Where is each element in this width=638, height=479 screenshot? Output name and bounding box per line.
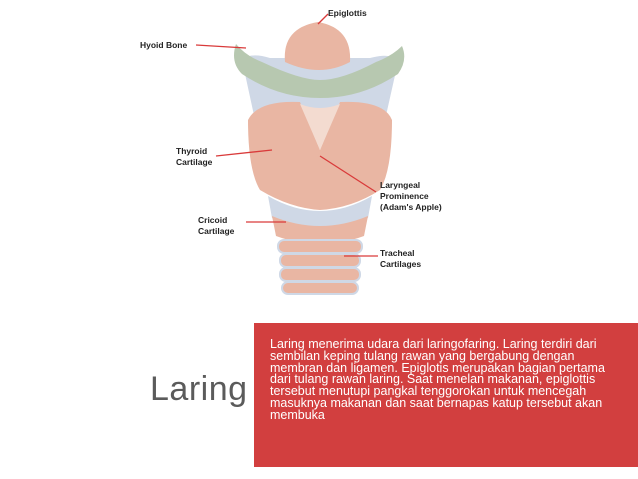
tracheal-label-line2: Cartilages xyxy=(380,259,422,269)
laryngeal-label-line2: Prominence xyxy=(380,191,429,201)
cricoid-label-line1: Cricoid xyxy=(198,215,228,225)
cricoid-cartilage-shape xyxy=(272,216,368,244)
cricoid-label-line2: Cartilage xyxy=(198,226,235,236)
thyroid-highlight xyxy=(300,104,340,150)
description-panel: Laring menerima udara dari laringofaring… xyxy=(254,323,638,467)
laryngeal-prominence-label: Laryngeal Prominence (Adam's Apple) xyxy=(380,180,442,213)
laryngeal-label-line1: Laryngeal xyxy=(380,180,421,190)
hyoid-bone-label: Hyoid Bone xyxy=(140,40,188,50)
tracheal-cartilages-label: Tracheal Cartilages xyxy=(380,248,421,270)
description-text: Laring menerima udara dari laringofaring… xyxy=(270,337,605,422)
cricothyroid-membrane xyxy=(268,196,372,228)
thyroid-label-line2: Cartilage xyxy=(176,157,213,167)
thyroid-cartilage-label: Thyroid Cartilage xyxy=(176,146,212,168)
laryngeal-label-line3: (Adam's Apple) xyxy=(380,202,442,212)
pointer-lines xyxy=(195,13,378,257)
tracheal-rings xyxy=(277,239,363,295)
tracheal-label-line1: Tracheal xyxy=(380,248,415,258)
thyroid-cartilage-shape xyxy=(248,101,392,210)
slide-title: Laring xyxy=(150,370,248,408)
epiglottis-shape xyxy=(284,22,351,70)
larynx-illustration xyxy=(195,13,405,295)
hyoid-bone-shape xyxy=(234,44,405,98)
epiglottis-label: Epiglottis xyxy=(328,8,367,18)
cricoid-cartilage-label: Cricoid Cartilage xyxy=(198,215,234,237)
larynx-diagram: Epiglottis Hyoid Bone Thyroid Cartilage … xyxy=(140,8,442,295)
thyroid-label-line1: Thyroid xyxy=(176,146,208,156)
